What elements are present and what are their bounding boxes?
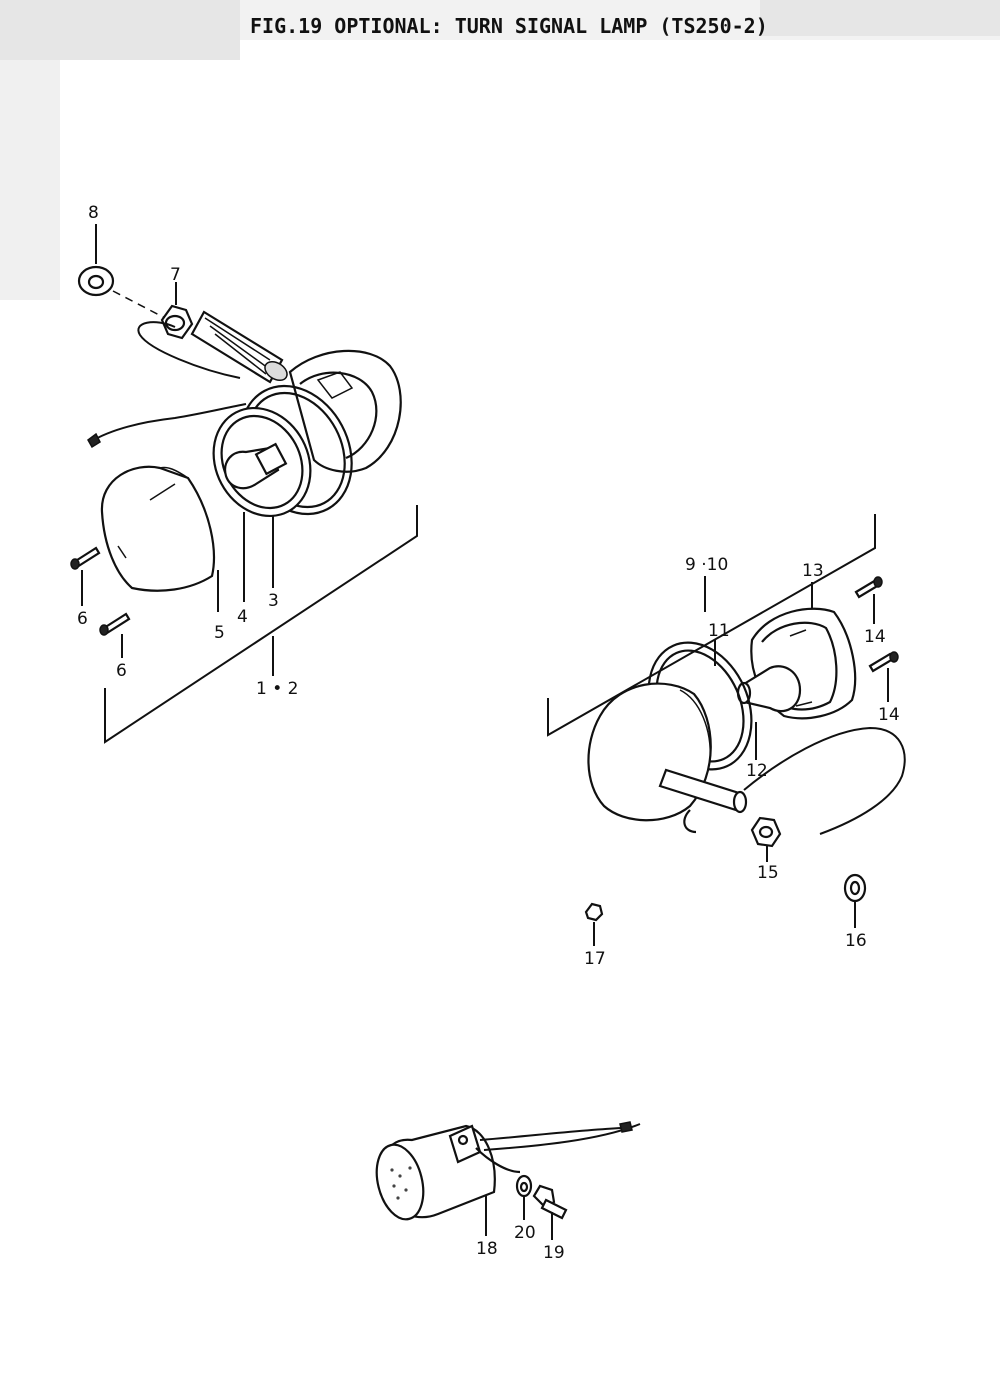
rear-lamp-assembly — [547, 514, 906, 946]
washer-part-16 — [843, 873, 867, 903]
lamp-housing — [288, 349, 402, 473]
callout-labels: 8 7 3 4 5 6 6 1 • 2 9 ·10 13 11 14 14 12… — [77, 203, 900, 1263]
lamp-wire-upper — [137, 321, 241, 379]
callout-14b: 14 — [878, 705, 900, 725]
callout-8: 8 — [88, 203, 99, 223]
callout-18: 18 — [476, 1239, 498, 1259]
lamp-wire-lower — [89, 403, 247, 443]
flasher-relay-assembly — [375, 1121, 641, 1240]
callout-12: 12 — [746, 761, 768, 781]
relay-part-18 — [375, 1124, 521, 1221]
lens-part-5 — [100, 465, 215, 592]
screw-part-14a — [854, 576, 883, 599]
callout-13: 13 — [802, 561, 824, 581]
callout-4: 4 — [237, 607, 248, 627]
bracket-1-2 — [104, 505, 418, 744]
rear-lamp-stem — [658, 768, 748, 834]
callout-9-10: 9 ·10 — [685, 555, 728, 575]
bulb-part-12 — [736, 665, 802, 713]
nut-part-15 — [750, 816, 782, 848]
nut-part-17 — [584, 902, 604, 922]
callout-19: 19 — [543, 1243, 565, 1263]
callout-11: 11 — [708, 621, 730, 641]
callout-6b: 6 — [116, 661, 127, 681]
callout-16: 16 — [845, 931, 867, 951]
callout-17: 17 — [584, 949, 606, 969]
figure-title: FIG.19 OPTIONAL: TURN SIGNAL LAMP (TS250… — [250, 14, 768, 38]
callout-15: 15 — [757, 863, 779, 883]
callout-14a: 14 — [864, 627, 886, 647]
bracket-9-10 — [547, 514, 876, 737]
washer-part-8 — [77, 265, 115, 297]
washer-part-20 — [515, 1174, 533, 1198]
screw-part-14b — [868, 651, 899, 673]
front-lamp-assembly — [70, 224, 418, 744]
callout-3: 3 — [268, 591, 279, 611]
rear-lamp-wire — [743, 726, 906, 835]
callout-7: 7 — [170, 265, 181, 285]
bulb-part-4 — [212, 406, 312, 518]
callout-5: 5 — [214, 623, 225, 643]
header-noise — [0, 0, 1000, 300]
screw-part-6b — [99, 612, 131, 636]
bolt-part-19 — [532, 1184, 568, 1220]
callout-20: 20 — [514, 1223, 536, 1243]
screw-part-6a — [70, 546, 101, 570]
nut-part-7 — [160, 304, 194, 340]
rear-lamp-housing — [587, 682, 712, 822]
lamp-stem — [190, 310, 288, 384]
callout-1-2: 1 • 2 — [256, 679, 298, 699]
callout-6a: 6 — [77, 609, 88, 629]
relay-wire-a — [479, 1127, 623, 1141]
